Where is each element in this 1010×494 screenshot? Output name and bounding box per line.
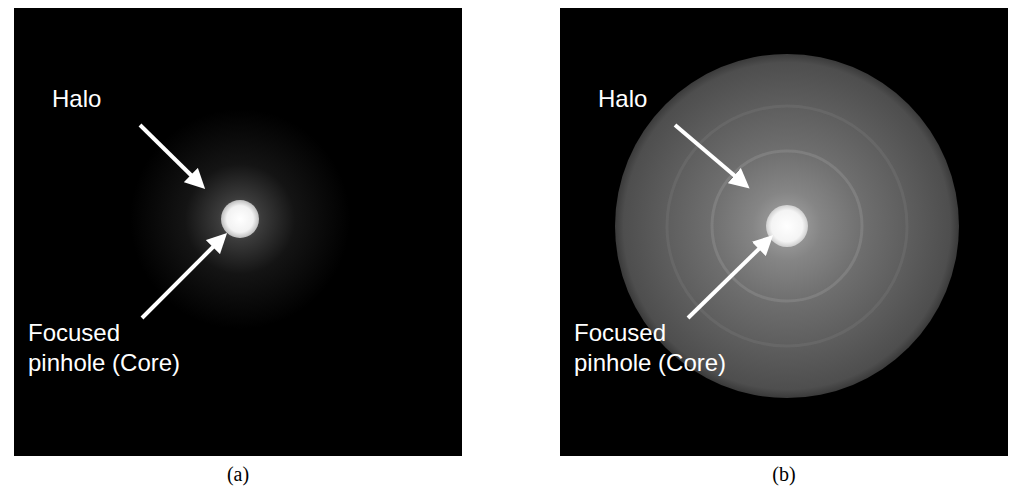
image-panel (14, 8, 462, 456)
core-spot (766, 205, 808, 247)
pointer-arrow (688, 242, 766, 318)
pointer-arrow (142, 240, 220, 318)
core-label: Focused pinhole (Core) (28, 318, 196, 378)
pointer-arrow (140, 125, 198, 182)
pointer-arrow (675, 125, 742, 182)
halo-glow (615, 54, 959, 398)
core-spot (221, 200, 259, 238)
halo-glow (130, 109, 350, 329)
panel-caption: (a) (188, 462, 288, 486)
halo-ring (667, 106, 907, 346)
halo-label: Halo (52, 84, 152, 114)
halo-label: Halo (598, 84, 698, 114)
core-label: Focused pinhole (Core) (574, 318, 742, 378)
image-panel (560, 8, 1008, 456)
panel-caption: (b) (734, 462, 834, 486)
